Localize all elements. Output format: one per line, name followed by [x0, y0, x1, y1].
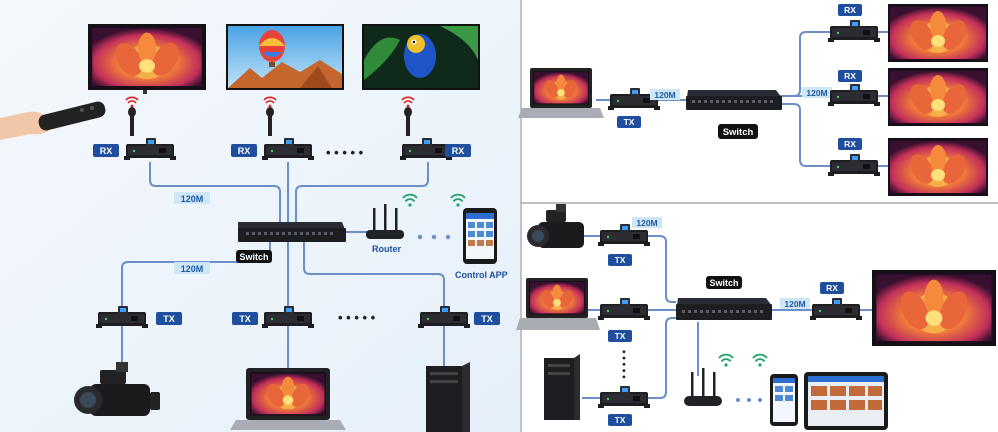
rx-label: RX	[452, 146, 465, 156]
rx-label-box: RX	[445, 144, 471, 157]
svg-text:RX: RX	[844, 71, 856, 81]
tx-label-box: TX	[608, 254, 632, 266]
tx-label-box: TX	[608, 414, 632, 426]
tx-label-box: TX	[474, 312, 500, 325]
rx-label-box: RX	[93, 144, 119, 157]
svg-text:120M: 120M	[784, 299, 805, 309]
rx-label: RX	[238, 146, 251, 156]
laptop-icon	[230, 368, 346, 430]
tx-label-box: TX	[617, 116, 641, 128]
connection-dots	[736, 398, 762, 402]
tv-parrot-icon	[362, 24, 480, 90]
svg-text:TX: TX	[239, 314, 251, 324]
tv-flower-icon	[872, 270, 996, 346]
cable-length-label: 120M	[174, 192, 210, 204]
svg-text:120M: 120M	[181, 194, 204, 204]
tx-label-box: TX	[156, 312, 182, 325]
tv-balloon-icon	[226, 24, 344, 90]
svg-text:RX: RX	[844, 5, 856, 15]
rx-label-box: RX	[820, 282, 844, 294]
tx-label-box: TX	[232, 312, 258, 325]
remote-icon	[0, 101, 106, 140]
cable-length-label: 120M	[650, 89, 680, 100]
switch-label-box: Switch	[718, 124, 758, 139]
tv-flower-icon	[88, 24, 206, 94]
camcorder-icon	[74, 362, 160, 416]
tv-flower-icon	[888, 68, 988, 126]
br-cables	[580, 235, 872, 399]
router-label: Router	[372, 244, 401, 254]
svg-text:RX: RX	[826, 283, 838, 293]
laptop-icon	[518, 68, 604, 118]
tx-label-box: TX	[608, 330, 632, 342]
svg-text:Switch: Switch	[239, 252, 268, 262]
svg-text:Switch: Switch	[723, 127, 754, 138]
ellipsis-dots: • • • • •	[338, 310, 376, 325]
svg-text:120M: 120M	[654, 90, 675, 100]
switch-label-box: Switch	[706, 276, 742, 289]
switch-icon	[238, 222, 346, 242]
svg-text:RX: RX	[844, 139, 856, 149]
svg-text:TX: TX	[615, 331, 626, 341]
rx-label-box: RX	[231, 144, 257, 157]
laptop-icon	[516, 278, 600, 330]
cable-length-label: 120M	[802, 87, 832, 98]
tablet-icon	[804, 372, 888, 430]
switch-label-box: Switch	[236, 250, 272, 263]
rx-label-box: RX	[838, 4, 862, 16]
pc-tower-icon	[426, 362, 470, 432]
ellipsis-dots-vertical: • • • • •	[618, 350, 629, 379]
phone-icon	[463, 208, 497, 264]
svg-text:TX: TX	[615, 255, 626, 265]
router-icon	[366, 204, 404, 239]
connection-dots	[417, 234, 451, 240]
camcorder-icon	[527, 204, 584, 248]
rx-label-box: RX	[838, 70, 862, 82]
tv-flower-icon	[888, 4, 988, 62]
switch-icon	[686, 90, 782, 110]
ellipsis-dots: • • • • •	[326, 145, 364, 160]
svg-text:120M: 120M	[181, 264, 204, 274]
cable-length-label: 120M	[174, 262, 210, 274]
svg-text:120M: 120M	[806, 88, 827, 98]
control-app-label: Control APP	[455, 270, 508, 280]
svg-text:120M: 120M	[636, 218, 657, 228]
router-icon	[684, 368, 722, 406]
svg-text:Switch: Switch	[709, 278, 738, 288]
left-cables	[121, 162, 445, 370]
svg-text:TX: TX	[615, 415, 626, 425]
svg-text:TX: TX	[481, 314, 493, 324]
svg-text:TX: TX	[624, 117, 635, 127]
cable-length-label: 120M	[632, 217, 662, 228]
rx-label-box: RX	[838, 138, 862, 150]
switch-icon	[676, 298, 772, 320]
pc-tower-icon	[544, 354, 580, 420]
phone-icon	[770, 374, 798, 426]
rx-label: RX	[100, 146, 113, 156]
tv-flower-icon	[888, 138, 988, 196]
svg-text:TX: TX	[163, 314, 175, 324]
cable-length-label: 120M	[780, 298, 810, 309]
